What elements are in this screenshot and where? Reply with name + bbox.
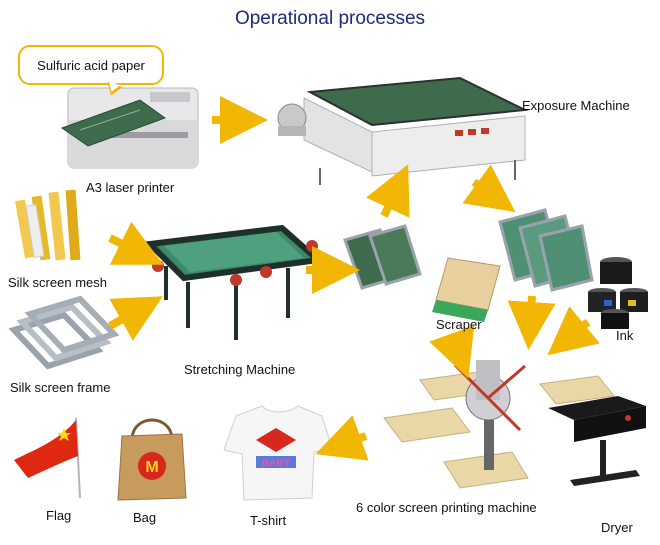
- dryer-icon: [548, 396, 646, 486]
- callout-bubble: Sulfuric acid paper: [18, 45, 164, 85]
- label-ink: Ink: [616, 328, 634, 343]
- callout-text: Sulfuric acid paper: [37, 58, 145, 73]
- arrow-press-to-tshirt: [315, 415, 369, 461]
- label-tshirt: T-shirt: [250, 513, 287, 528]
- label-bag: Bag: [133, 510, 157, 525]
- tshirt-icon: [223, 405, 333, 501]
- label-flag: Flag: [46, 508, 72, 523]
- bag-logo-text: M: [145, 459, 158, 476]
- exposure-machine-icon: [277, 76, 529, 185]
- label-exposure-machine: Exposure Machine: [522, 98, 630, 113]
- scraper-icon: [432, 257, 501, 322]
- silk-screen-frames-icon: [8, 295, 120, 370]
- silk-mesh-rolls-icon: [15, 189, 81, 261]
- label-dryer: Dryer: [601, 520, 633, 535]
- flag-icon: [14, 417, 81, 499]
- arrow-exposure-to-exposed: [462, 164, 516, 213]
- label-silk-mesh: Silk screen mesh: [8, 275, 107, 290]
- tshirt-brand-text: BABY: [262, 458, 291, 469]
- arrow-scraper-to-press: [429, 325, 475, 379]
- arrow-screens-to-exposure: [366, 164, 410, 218]
- coated-screens-icon: [343, 224, 422, 290]
- label-silk-frame: Silk screen frame: [10, 380, 111, 395]
- label-laser-printer: A3 laser printer: [86, 180, 175, 195]
- label-scraper: Scraper: [436, 317, 482, 332]
- label-stretching-machine: Stretching Machine: [184, 362, 296, 377]
- arrow-screens-to-press: [507, 295, 556, 350]
- flow-arrows: [108, 96, 600, 461]
- printing-machine-icon: [383, 360, 615, 489]
- arrow-mesh-to-stretcher: [108, 221, 164, 265]
- bag-icon: [117, 418, 187, 501]
- stretching-machine-icon: [143, 224, 325, 340]
- arrow-frame-to-stretcher: [108, 296, 163, 341]
- laser-printer-icon: [60, 87, 199, 169]
- page-title: Operational processes: [234, 8, 426, 29]
- arrow-ink-to-press: [547, 306, 600, 356]
- ink-cans-icon: [588, 257, 648, 329]
- label-printing-machine: 6 color screen printing machine: [356, 500, 537, 515]
- exposed-screens-icon: [498, 208, 594, 292]
